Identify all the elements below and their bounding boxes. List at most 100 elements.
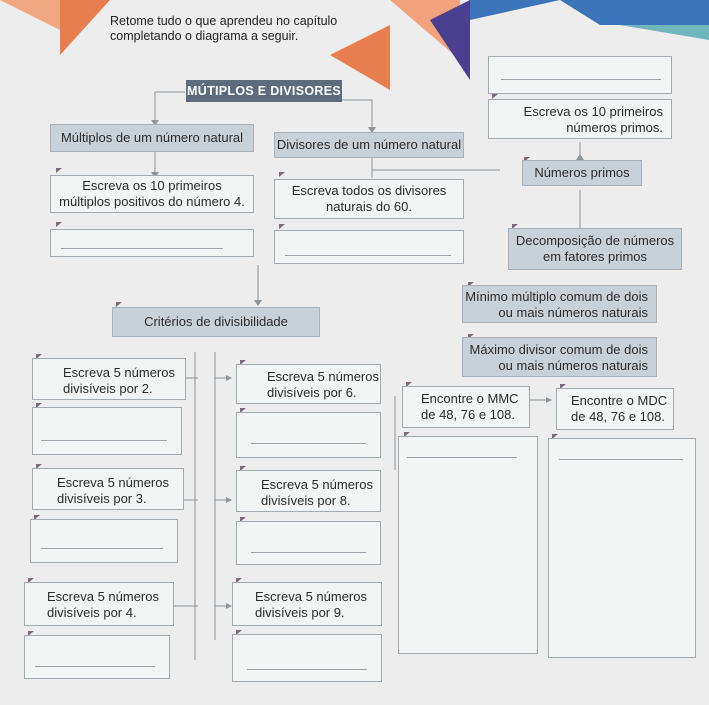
answer-line <box>501 79 661 80</box>
flag-icon <box>36 403 42 408</box>
multiplos-header: Múltiplos de um número natural <box>50 124 254 152</box>
criterio-4-answer-box[interactable] <box>24 635 170 679</box>
flag-icon <box>56 168 62 173</box>
divisores-header: Divisores de um número natural <box>274 132 464 158</box>
flag-icon <box>240 466 246 471</box>
answer-line <box>61 248 223 249</box>
mdc-answer-box[interactable] <box>548 438 696 658</box>
flag-icon <box>236 578 242 583</box>
criterio-6-line-1: Escreva 5 números <box>267 369 379 384</box>
criterio-6-answer-box[interactable] <box>236 412 381 458</box>
criterio-9-line-2: divisíveis por 9. <box>255 605 345 620</box>
multiplos-task-line-2: múltiplos positivos do número 4. <box>59 194 245 209</box>
flag-icon <box>28 631 34 636</box>
divisores-task-line-1: Escreva todos os divisores <box>291 183 447 198</box>
criterio-4-line-1: Escreva 5 números <box>47 589 159 604</box>
criterio-3-line-2: divisíveis por 3. <box>57 491 147 506</box>
flag-icon <box>560 384 566 389</box>
divisores-answer-box[interactable] <box>274 230 464 264</box>
mmc-header-line-2: ou mais números naturais <box>498 305 648 320</box>
answer-line <box>285 255 451 256</box>
diagram-title: MÚTIPLOS E DIVISORES <box>186 80 342 102</box>
mdc-header-line-2: ou mais números naturais <box>498 358 648 373</box>
primos-task: Escreva os 10 primeiros números primos. <box>488 99 672 139</box>
flag-icon <box>552 434 558 439</box>
decomp-header-line-1: Decomposição de números <box>515 233 675 248</box>
decorative-banner <box>0 0 709 90</box>
flag-icon <box>28 578 34 583</box>
flag-icon <box>406 382 412 387</box>
mmc-answer-box[interactable] <box>398 436 538 654</box>
flag-icon <box>279 224 285 229</box>
decomp-header: Decomposição de números em fatores primo… <box>508 228 682 270</box>
flag-icon <box>468 282 474 287</box>
instructions: Retome tudo o que aprendeu no capítulo c… <box>110 14 337 44</box>
criterio-8-answer-box[interactable] <box>236 521 381 565</box>
criterio-9-task: Escreva 5 números divisíveis por 9. <box>232 582 382 626</box>
flag-icon <box>56 222 62 227</box>
flag-icon <box>240 517 246 522</box>
flag-icon <box>240 360 246 365</box>
primos-task-line-2: números primos. <box>566 120 663 135</box>
answer-line <box>407 457 517 458</box>
mdc-header-line-1: Máximo divisor comum de dois <box>469 342 648 357</box>
criterio-4-task: Escreva 5 números divisíveis por 4. <box>24 582 174 626</box>
orange-shard-left <box>0 0 60 30</box>
multiplos-task: Escreva os 10 primeiros múltiplos positi… <box>50 175 254 213</box>
mdc-header: Máximo divisor comum de dois ou mais núm… <box>462 337 657 377</box>
criterio-2-task: Escreva 5 números divisíveis por 2. <box>32 358 186 400</box>
divisores-task: Escreva todos os divisores naturais do 6… <box>274 179 464 219</box>
mmc-task-line-1: Encontre o MMC <box>421 391 519 406</box>
mmc-task-line-2: de 48, 76 e 108. <box>421 407 515 422</box>
purple-shard <box>430 0 470 80</box>
criterio-9-line-1: Escreva 5 números <box>255 589 367 604</box>
instructions-line-2: completando o diagrama a seguir. <box>110 29 299 43</box>
answer-line <box>41 548 163 549</box>
mmc-header-line-1: Mínimo múltiplo comum de dois <box>465 289 648 304</box>
flag-icon <box>36 354 42 359</box>
flag-icon <box>404 432 410 437</box>
flag-icon <box>468 334 474 339</box>
criterio-8-task: Escreva 5 números divisíveis por 8. <box>236 470 381 512</box>
criterio-6-task: Escreva 5 números divisíveis por 6. <box>236 364 381 404</box>
flag-icon <box>240 408 246 413</box>
divisores-task-line-2: naturais do 60. <box>325 199 412 214</box>
criterios-header: Critérios de divisibilidade <box>112 307 320 337</box>
instructions-line-1: Retome tudo o que aprendeu no capítulo <box>110 14 338 28</box>
flag-icon <box>36 464 42 469</box>
decomp-header-line-2: em fatores primos <box>542 249 648 264</box>
mdc-task: Encontre o MDC de 48, 76 e 108. <box>556 388 674 430</box>
criterio-6-line-2: divisíveis por 6. <box>267 385 357 400</box>
criterio-3-line-1: Escreva 5 números <box>57 475 169 490</box>
orange-triangle-mid <box>330 25 390 90</box>
primos-answer-box[interactable] <box>488 56 672 94</box>
flag-icon <box>116 302 122 307</box>
criterio-3-answer-box[interactable] <box>30 519 178 563</box>
teal-shard <box>620 25 709 40</box>
answer-line <box>559 459 683 460</box>
mdc-task-line-1: Encontre o MDC <box>571 393 668 408</box>
criterio-2-line-1: Escreva 5 números <box>63 365 175 380</box>
mdc-task-line-2: de 48, 76 e 108. <box>571 409 665 424</box>
blue-band <box>470 0 560 20</box>
criterio-3-task: Escreva 5 números divisíveis por 3. <box>32 468 184 510</box>
answer-line <box>247 669 367 670</box>
flag-icon <box>279 172 285 177</box>
multiplos-answer-box[interactable] <box>50 229 254 257</box>
criterio-2-line-2: divisíveis por 2. <box>63 381 153 396</box>
flag-icon <box>236 630 242 635</box>
criterio-2-answer-box[interactable] <box>32 407 182 455</box>
flag-icon <box>524 157 530 162</box>
criterio-9-answer-box[interactable] <box>232 634 382 682</box>
mmc-header: Mínimo múltiplo comum de dois ou mais nú… <box>462 285 657 323</box>
mmc-task: Encontre o MMC de 48, 76 e 108. <box>402 386 530 428</box>
answer-line <box>251 443 366 444</box>
flag-icon <box>512 224 518 229</box>
criterio-4-line-2: divisíveis por 4. <box>47 605 137 620</box>
primos-task-line-1: Escreva os 10 primeiros <box>523 104 663 119</box>
primos-header: Números primos <box>522 160 642 186</box>
flag-icon <box>492 94 498 99</box>
criterio-8-line-1: Escreva 5 números <box>261 477 373 492</box>
answer-line <box>35 666 155 667</box>
